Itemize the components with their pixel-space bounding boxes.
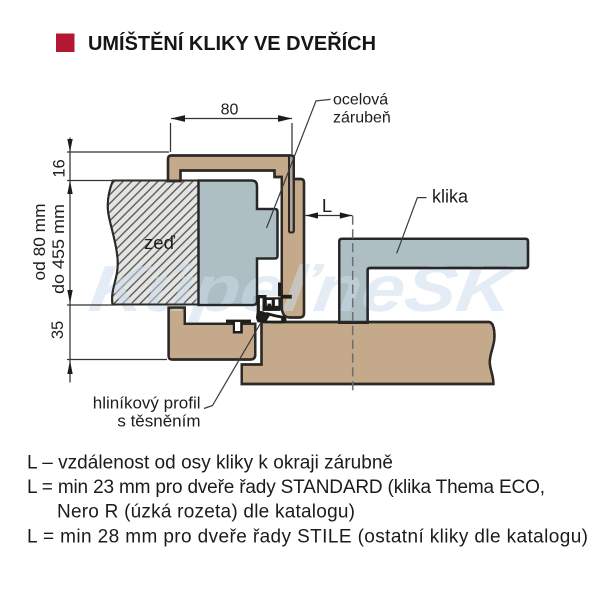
svg-text:zeď: zeď	[144, 232, 176, 253]
svg-text:od 80 mm: od 80 mm	[31, 204, 49, 281]
svg-text:L: L	[322, 195, 332, 216]
svg-text:L = min 23 mm pro dveře řady S: L = min 23 mm pro dveře řady STANDARD (k…	[27, 477, 545, 498]
svg-text:L – vzdálenost od osy kliky k: L – vzdálenost od osy kliky k okraji zár…	[27, 453, 393, 474]
svg-text:ocelová: ocelová	[333, 92, 388, 109]
svg-text:hliníkový profil: hliníkový profil	[93, 394, 201, 413]
svg-text:UMÍŠTĚNÍ KLIKY VE DVEŘÍCH: UMÍŠTĚNÍ KLIKY VE DVEŘÍCH	[88, 31, 376, 55]
svg-text:do 455 mm: do 455 mm	[50, 204, 68, 294]
svg-text:16: 16	[51, 159, 69, 177]
svg-text:zárubeň: zárubeň	[333, 110, 391, 127]
svg-text:L = min 28 mm pro dveře řady S: L = min 28 mm pro dveře řady STILE (osta…	[27, 527, 588, 548]
svg-text:klika: klika	[432, 187, 469, 207]
svg-text:35: 35	[49, 321, 67, 339]
svg-text:s těsněním: s těsněním	[117, 412, 200, 431]
svg-text:Nero R (úzká rozeta) dle katal: Nero R (úzká rozeta) dle katalogu)	[57, 502, 355, 523]
svg-text:80: 80	[221, 102, 239, 119]
